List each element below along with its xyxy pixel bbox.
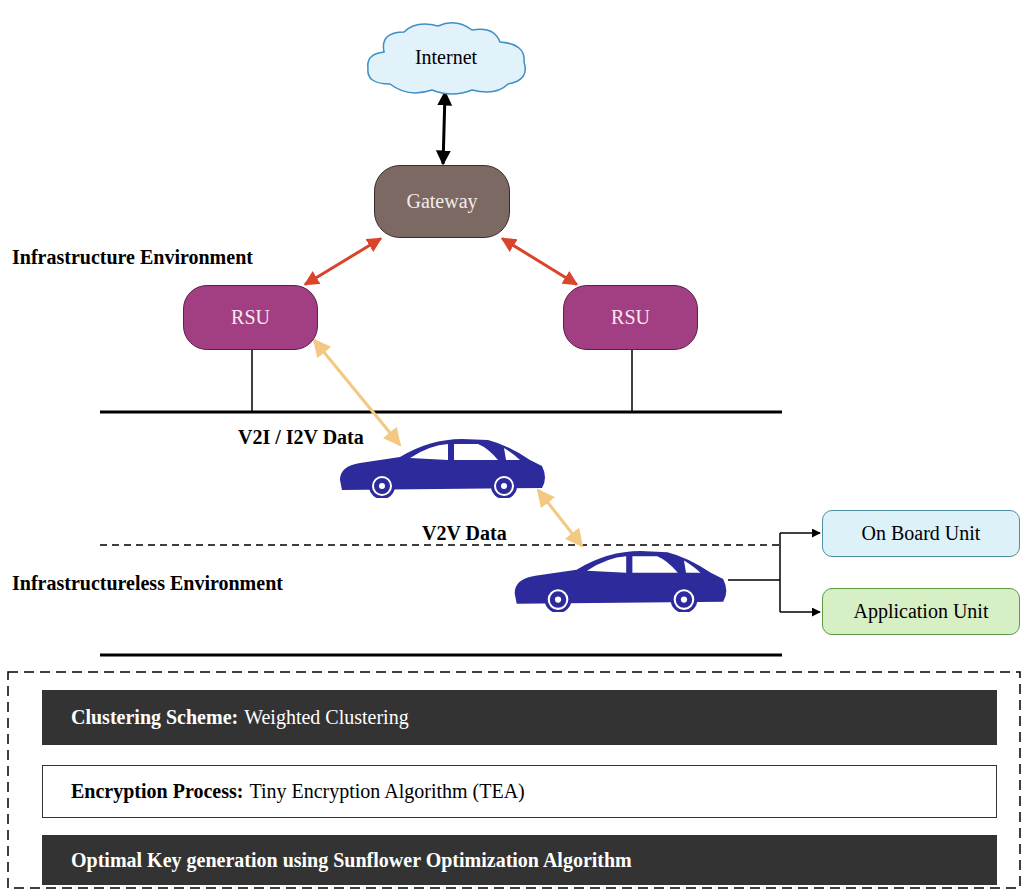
rounded-box: RSU [183,285,318,350]
road-line [100,411,782,414]
rounded-box: RSU [563,285,698,350]
node-text: RSU [611,306,650,329]
rounded-box: Application Unit [822,588,1020,635]
method-band: Encryption Process: Tiny Encryption Algor… [42,765,997,818]
node-text: Optimal Key generation using Sunflower O… [71,849,632,872]
method-band: Optimal Key generation using Sunflower O… [42,835,997,885]
region-label: V2V Data [422,522,507,545]
divider-line [100,544,782,546]
region-label: Infrastructure Environment [12,246,253,269]
node-text: Application Unit [854,600,989,623]
dashed-frame [8,672,1020,888]
method-band: Clustering Scheme: Weighted Clustering [42,690,997,745]
unit-wire [779,533,781,612]
unit-arrow [780,611,820,613]
rounded-box: On Board Unit [822,510,1020,557]
car-icon [515,551,727,613]
node-text: Encryption Process: [71,780,243,803]
car-icon [340,439,545,499]
road-line [100,654,782,657]
rsu-pole [251,350,253,412]
region-label: V2I / I2V Data [238,426,364,449]
link-arrow [502,239,577,285]
link-arrow [443,92,445,164]
node-text: Tiny Encryption Algorithm (TEA) [249,780,524,803]
link-arrow [305,239,381,285]
node-text: On Board Unit [862,522,981,545]
unit-wire [728,579,780,581]
node-text: Clustering Scheme: [71,706,238,729]
node-text: Gateway [406,190,477,213]
region-label: Infrastructureless Environment [12,572,283,595]
node-text: RSU [231,306,270,329]
node-text: Internet [415,46,477,69]
rsu-pole [631,350,633,412]
cloud-node: Internet [360,18,532,96]
node-text: Weighted Clustering [244,706,408,729]
v2v-arrow [538,490,582,546]
rounded-box: Gateway [374,165,510,238]
unit-arrow [780,532,820,534]
